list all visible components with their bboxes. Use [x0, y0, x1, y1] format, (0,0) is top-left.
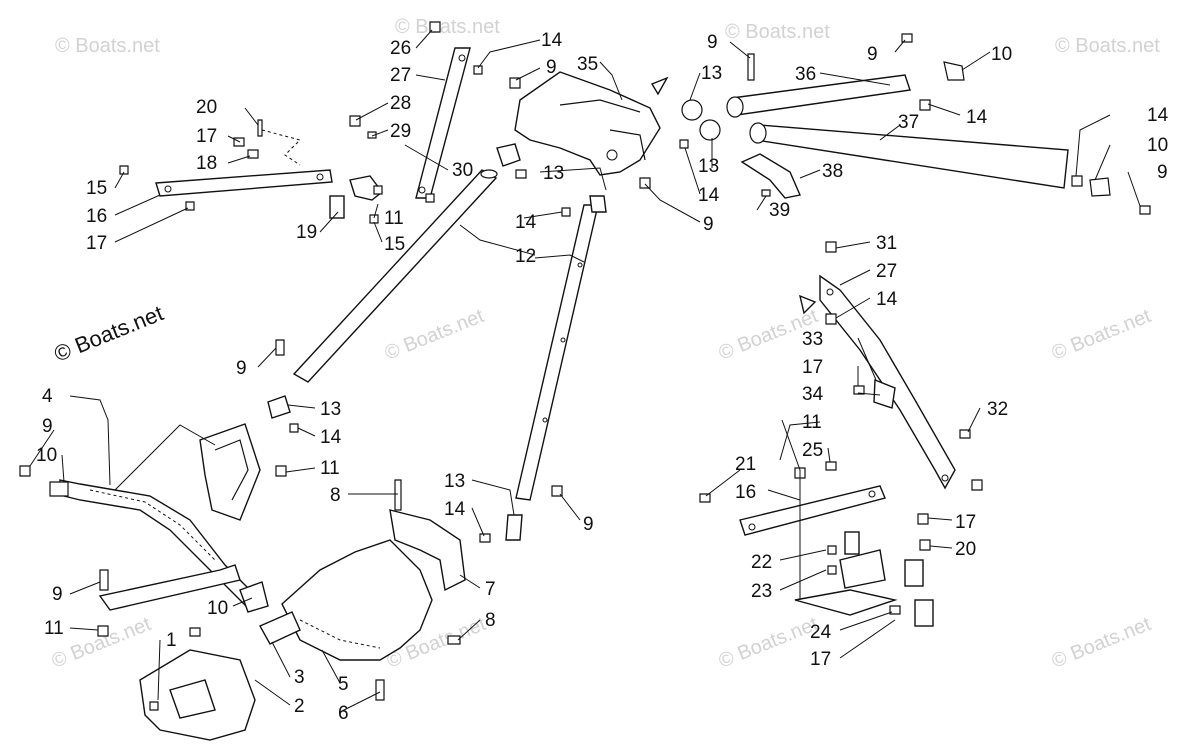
callout-28: 28	[390, 93, 411, 114]
watermark: © Boats.net	[49, 613, 155, 673]
callout-17: 17	[810, 649, 831, 670]
callout-13: 13	[444, 471, 465, 492]
watermark: © Boats.net	[725, 21, 830, 43]
watermark: © Boats.net	[1055, 35, 1160, 57]
callout-3: 3	[294, 667, 305, 688]
callout-18: 18	[196, 153, 217, 174]
callout-8: 8	[330, 485, 341, 506]
callout-11: 11	[384, 208, 404, 229]
callout-14: 14	[444, 499, 466, 520]
callout-2: 2	[294, 696, 305, 717]
callout-9: 9	[52, 584, 63, 605]
diagonal-tube-left	[267, 169, 498, 477]
callout-27: 27	[390, 65, 411, 86]
upper-left-bracket	[119, 119, 383, 224]
callout-26: 26	[390, 38, 411, 59]
watermark: © Boats.net	[1049, 613, 1155, 673]
callout-35: 35	[577, 54, 598, 75]
callout-1: 1	[166, 630, 177, 651]
callout-25: 25	[802, 440, 823, 461]
callout-13: 13	[698, 156, 719, 177]
lower-center-panels	[139, 479, 466, 741]
callout-32: 32	[987, 399, 1008, 420]
callout-10: 10	[991, 44, 1012, 65]
callout-9: 9	[707, 32, 718, 53]
callout-11: 11	[802, 412, 822, 433]
callout-11: 11	[44, 618, 64, 639]
callout-9: 9	[703, 214, 714, 235]
callout-21: 21	[735, 454, 756, 475]
callout-37: 37	[898, 112, 919, 133]
callout-9: 9	[546, 57, 557, 78]
callout-6: 6	[338, 703, 349, 724]
callout-38: 38	[822, 161, 843, 182]
callout-15: 15	[384, 234, 405, 255]
callout-13: 13	[320, 399, 341, 420]
callout-16: 16	[86, 206, 107, 227]
callout-34: 34	[802, 384, 824, 405]
callout-12: 12	[515, 246, 536, 267]
callout-27: 27	[876, 261, 897, 282]
callout-10: 10	[207, 598, 228, 619]
callout-29: 29	[390, 121, 411, 142]
vertical-strap-left	[349, 21, 483, 203]
callout-9: 9	[236, 358, 247, 379]
callout-14: 14	[541, 30, 563, 51]
callout-13: 13	[701, 63, 722, 84]
callout-39: 39	[769, 200, 790, 221]
right-side-strap	[799, 241, 983, 491]
callout-31: 31	[876, 233, 897, 254]
watermark: © Boats.net	[1049, 305, 1155, 365]
callout-9: 9	[583, 514, 594, 535]
watermark-main: © Boats.net	[51, 300, 167, 366]
callout-33: 33	[802, 329, 823, 350]
callout-9: 9	[42, 416, 53, 437]
callout-labels: 26 27 28 29 30 14 9 35 20 17 18 15 16 17…	[36, 30, 1169, 724]
callout-14: 14	[320, 427, 342, 448]
callout-10: 10	[1147, 135, 1168, 156]
callout-14: 14	[876, 289, 898, 310]
callout-20: 20	[196, 97, 217, 118]
callout-17: 17	[86, 233, 107, 254]
upper-right-tubes	[679, 33, 1151, 215]
center-head-bracket	[496, 71, 669, 189]
watermark: © Boats.net	[382, 305, 488, 365]
callout-11: 11	[320, 458, 340, 479]
callout-13: 13	[543, 163, 564, 184]
callout-22: 22	[751, 552, 772, 573]
callout-16: 16	[735, 482, 756, 503]
lower-right-bracket	[699, 461, 934, 627]
callout-4: 4	[42, 386, 53, 407]
callout-14: 14	[966, 107, 988, 128]
callout-36: 36	[795, 64, 816, 85]
callout-9: 9	[1157, 162, 1168, 183]
callout-19: 19	[296, 222, 317, 243]
callout-14: 14	[1147, 105, 1169, 126]
lower-left-frame-tube	[19, 423, 269, 637]
callout-5: 5	[338, 674, 349, 695]
callout-14: 14	[698, 185, 720, 206]
callout-14: 14	[515, 212, 537, 233]
callout-20: 20	[955, 539, 976, 560]
callout-8: 8	[485, 610, 496, 631]
callout-15: 15	[86, 178, 107, 199]
callout-23: 23	[751, 581, 772, 602]
callout-7: 7	[485, 579, 496, 600]
watermark: © Boats.net	[716, 613, 822, 673]
callout-17: 17	[955, 512, 976, 533]
callout-24: 24	[810, 622, 832, 643]
callout-30: 30	[452, 160, 473, 181]
callout-9: 9	[867, 44, 878, 65]
callout-10: 10	[36, 445, 57, 466]
callout-17: 17	[196, 126, 217, 147]
vertical-tube-center	[479, 195, 607, 543]
callout-17: 17	[802, 357, 823, 378]
watermark: © Boats.net	[55, 35, 160, 57]
watermark: © Boats.net	[395, 16, 500, 38]
leader-lines	[29, 29, 1141, 713]
